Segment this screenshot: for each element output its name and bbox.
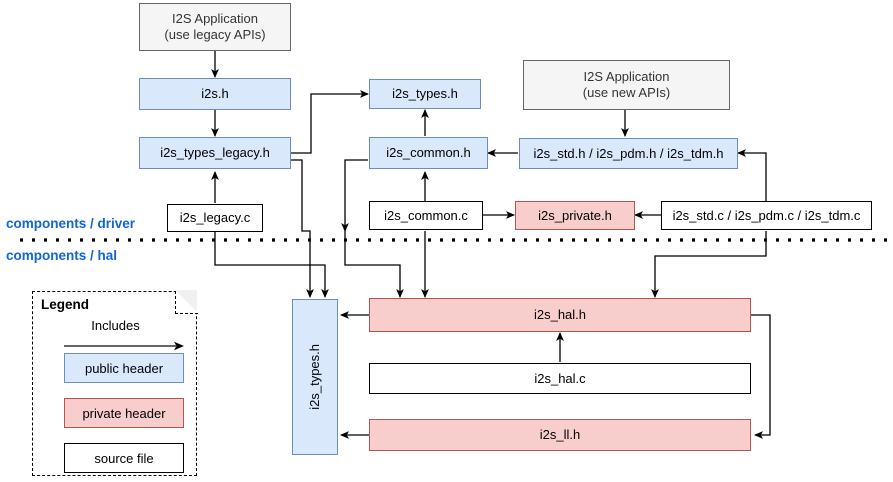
node-i2s-common-c[interactable]: i2s_common.c xyxy=(369,201,483,230)
node-i2s-ll-h[interactable]: i2s_ll.h xyxy=(369,419,751,451)
node-i2s-legacy-c[interactable]: i2s_legacy.c xyxy=(167,204,263,232)
layer-label-driver: components / driver xyxy=(6,216,136,231)
legend-swatch-source-file: source file xyxy=(64,443,184,473)
edge-commonh-down xyxy=(341,159,368,232)
node-i2s-std-pdm-tdm-c[interactable]: i2s_std.c / i2s_pdm.c / i2s_tdm.c xyxy=(661,201,872,230)
edge-halh-llh xyxy=(751,314,771,439)
edge-typeslegacy-types xyxy=(291,90,369,154)
legend-title: Legend xyxy=(41,297,90,312)
legend-includes-label: Includes xyxy=(91,318,140,333)
edge-legacyc-haltypes xyxy=(214,231,329,298)
legend-includes-arrow-icon xyxy=(64,341,184,351)
legend-fold-corner xyxy=(174,289,198,314)
node-i2s-common-h[interactable]: i2s_common.h xyxy=(369,137,488,169)
node-i2s-types-h-hal-label: i2s_types.h xyxy=(307,344,322,410)
node-i2s-types-legacy-h[interactable]: i2s_types_legacy.h xyxy=(139,137,291,169)
edge-commonh-halh xyxy=(344,231,404,298)
node-i2s-types-h-hal[interactable]: i2s_types.h xyxy=(292,299,338,455)
node-i2s-hal-h[interactable]: i2s_hal.h xyxy=(369,298,751,332)
legend-panel: Legend Includes public header private he… xyxy=(32,289,198,476)
node-i2s-types-h[interactable]: i2s_types.h xyxy=(369,79,481,109)
node-i2s-application-legacy[interactable]: I2S Application (use legacy APIs) xyxy=(139,3,291,51)
edge-typeslegacy-haltypes xyxy=(291,159,314,298)
layer-label-hal: components / hal xyxy=(6,248,118,263)
node-i2s-std-pdm-tdm-h[interactable]: i2s_std.h / i2s_pdm.h / i2s_tdm.h xyxy=(519,138,738,169)
node-i2s-application-new[interactable]: I2S Application (use new APIs) xyxy=(523,60,730,110)
node-i2s-private-h[interactable]: i2s_private.h xyxy=(515,201,635,230)
node-i2s-hal-c[interactable]: i2s_hal.c xyxy=(369,363,751,394)
edge-stdc-halh xyxy=(651,231,767,298)
legend-swatch-public-header: public header xyxy=(64,353,184,383)
legend-swatch-private-header: private header xyxy=(64,398,184,428)
edge-stdc-stdh xyxy=(737,149,767,203)
node-i2s-h[interactable]: i2s.h xyxy=(139,78,291,110)
